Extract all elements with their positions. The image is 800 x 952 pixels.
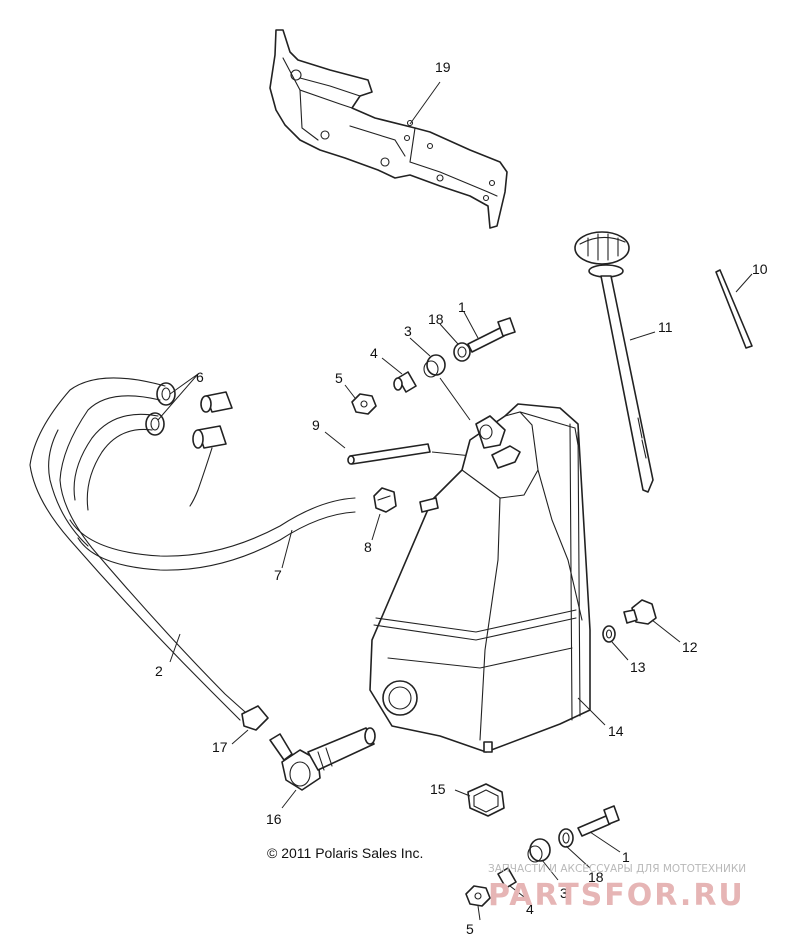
callout-18-upper: 18 xyxy=(428,311,444,327)
callout-8: 8 xyxy=(364,539,372,555)
vent-hose xyxy=(69,497,356,571)
callout-6: 6 xyxy=(196,369,204,385)
callout-1-upper: 1 xyxy=(458,299,466,315)
callout-4-lower: 4 xyxy=(526,901,534,917)
callout-11: 11 xyxy=(658,319,673,335)
oil-hoses xyxy=(29,377,253,721)
oil-tank xyxy=(369,403,591,753)
callout-15: 15 xyxy=(430,781,446,797)
callout-13: 13 xyxy=(630,659,646,675)
elbow-fitting xyxy=(269,727,376,791)
callout-17: 17 xyxy=(212,739,228,755)
watermark-tagline: ЗАПЧАСТИ И АКСЕССУАРЫ ДЛЯ МОТОТЕХНИКИ xyxy=(488,863,746,875)
drain-plug xyxy=(623,599,657,625)
hose-clamp xyxy=(373,487,397,513)
callout-5-upper: 5 xyxy=(335,370,343,386)
dipstick xyxy=(574,231,654,493)
small-clamp xyxy=(241,705,269,731)
watermark-brand: PARTSFOR.RU xyxy=(488,878,745,913)
callout-3-upper: 3 xyxy=(404,323,412,339)
upper-hardware xyxy=(351,317,516,415)
cable-tie xyxy=(715,269,753,349)
callout-16: 16 xyxy=(266,811,282,827)
mounting-bracket xyxy=(269,29,508,229)
lower-hardware xyxy=(465,805,620,907)
grommet xyxy=(467,783,505,817)
callout-4-upper: 4 xyxy=(370,345,378,361)
callout-1-lower: 1 xyxy=(622,849,630,865)
callout-14: 14 xyxy=(608,723,624,739)
callout-12: 12 xyxy=(682,639,698,655)
callout-7: 7 xyxy=(274,567,282,583)
callout-2: 2 xyxy=(155,663,163,679)
callout-19: 19 xyxy=(435,59,451,75)
hose-clamps xyxy=(145,382,233,507)
callout-9: 9 xyxy=(312,417,320,433)
copyright-text: © 2011 Polaris Sales Inc. xyxy=(267,845,423,861)
drain-washer xyxy=(602,625,616,643)
callout-18-lower: 18 xyxy=(588,869,604,885)
callout-3-lower: 3 xyxy=(560,885,568,901)
callout-5-lower: 5 xyxy=(466,921,474,937)
callout-10: 10 xyxy=(752,261,768,277)
